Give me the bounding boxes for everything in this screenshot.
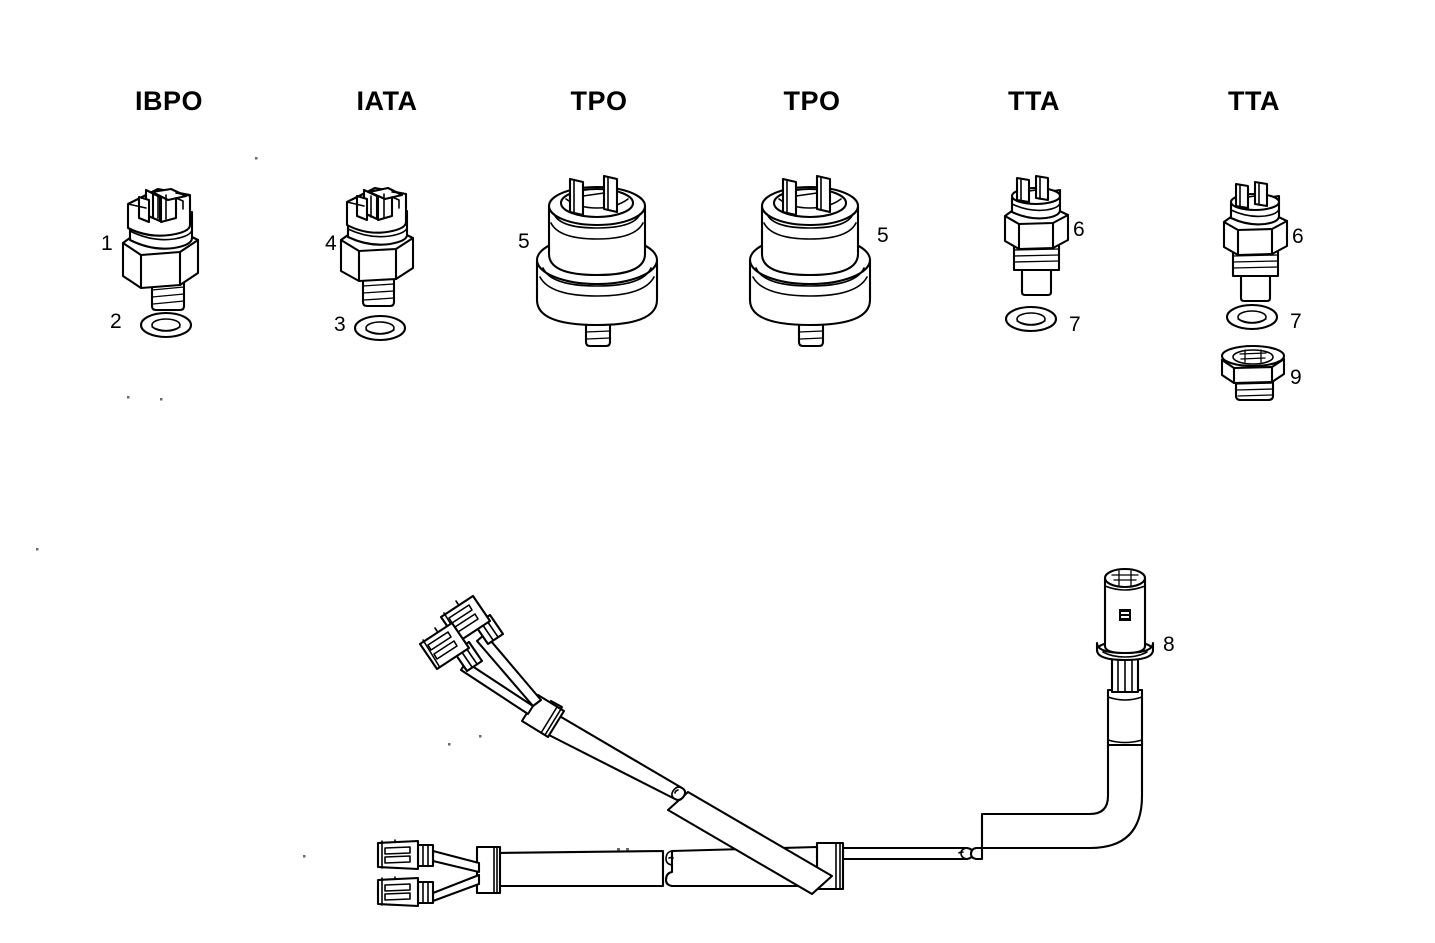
part-7-sealing-washer-right (1225, 303, 1279, 331)
part-5-oil-pressure-sender-left (535, 174, 659, 348)
spade-connector (376, 839, 435, 871)
spade-connector (376, 876, 435, 908)
group-label-tpo-right: TPO (783, 86, 841, 116)
scan-speck (255, 157, 258, 160)
scan-speck (36, 548, 39, 551)
callout-2: 2 (110, 310, 122, 333)
callout-9: 9 (1290, 366, 1302, 389)
callout-3: 3 (334, 313, 346, 336)
callout-8: 8 (1163, 633, 1175, 656)
callout-6-right: 6 (1292, 225, 1304, 248)
group-label-tta-right: TTA (1228, 86, 1280, 116)
group-label-ibpo: IBPO (134, 86, 204, 116)
scan-speck (479, 735, 482, 738)
part-2-sealing-washer (139, 311, 193, 339)
scan-speck (303, 855, 306, 858)
callout-5-left: 5 (518, 230, 530, 253)
part-3-sealing-washer (353, 314, 407, 342)
group-label-tta-left: TTA (1008, 86, 1060, 116)
part-6-temperature-switch-left (1003, 174, 1070, 297)
callout-4: 4 (325, 232, 337, 255)
callout-6-left: 6 (1073, 218, 1085, 241)
callout-7-right: 7 (1290, 310, 1302, 333)
scan-speck (127, 396, 130, 399)
part-9-threaded-adapter (1220, 344, 1286, 402)
callout-5-right: 5 (877, 224, 889, 247)
callout-7-left: 7 (1069, 313, 1081, 336)
group-label-tpo-left: TPO (570, 86, 628, 116)
group-label-iata: IATA (356, 86, 418, 116)
part-4-air-temp-switch-iata (339, 186, 415, 308)
scan-speck (160, 398, 163, 401)
part-7-sealing-washer-left (1004, 305, 1058, 333)
scan-speck (617, 848, 620, 851)
part-6-temperature-switch-right (1222, 180, 1289, 303)
scan-speck (448, 743, 451, 746)
spade-connector (418, 621, 484, 673)
part-1-pressure-switch-ibpo (121, 187, 200, 312)
callout-1: 1 (101, 232, 113, 255)
scan-speck (626, 848, 629, 851)
part-8-wiring-harness (376, 567, 1155, 908)
part-5-oil-pressure-sender-right (748, 174, 872, 348)
